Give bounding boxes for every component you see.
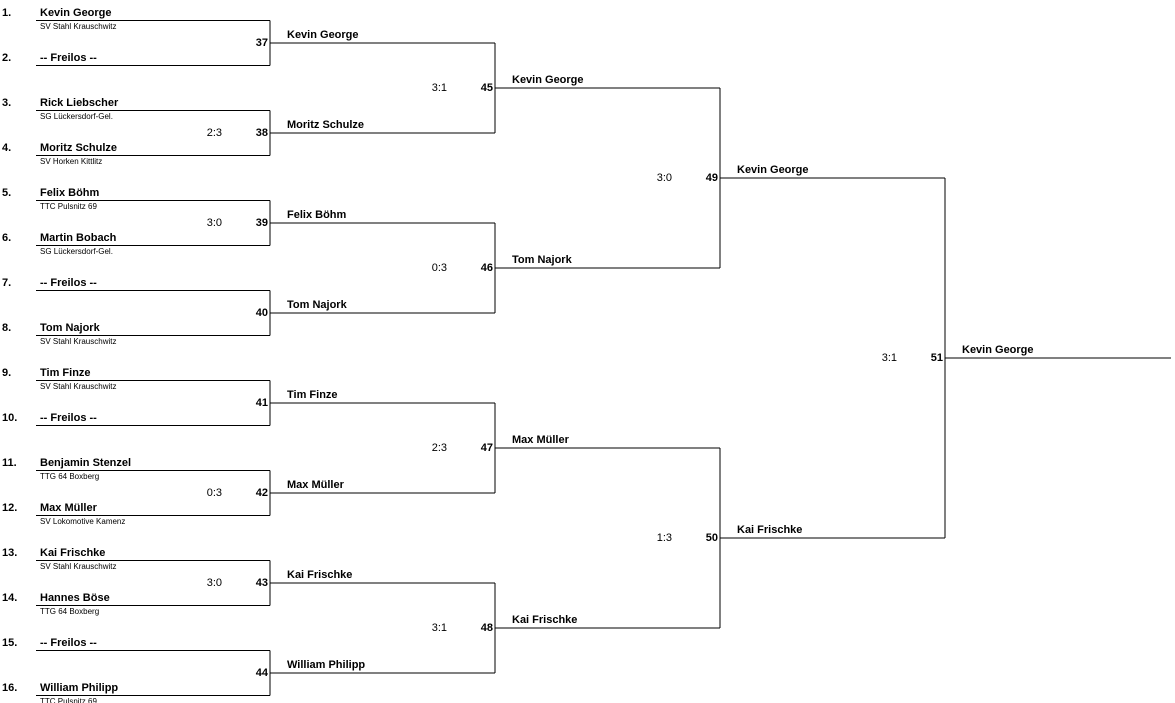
player-club: SG Lückersdorf-Gel. bbox=[40, 246, 113, 256]
match-score: 0:3 bbox=[206, 487, 222, 499]
seed-number: 15. bbox=[2, 636, 18, 649]
match-number: 44 bbox=[255, 667, 268, 679]
match-number: 47 bbox=[480, 442, 493, 454]
player-name: Benjamin Stenzel bbox=[40, 456, 132, 469]
player-club: SG Lückersdorf-Gel. bbox=[40, 111, 113, 121]
match-score: 2:3 bbox=[431, 442, 447, 454]
player-club: SV Stahl Krauschwitz bbox=[40, 21, 117, 31]
match-score: 3:1 bbox=[881, 352, 897, 364]
seed-number: 2. bbox=[2, 51, 12, 64]
match-number: 50 bbox=[705, 532, 718, 544]
winner-name: Max Müller bbox=[287, 479, 344, 491]
player-name: -- Freilos -- bbox=[40, 411, 97, 424]
player-name: Kai Frischke bbox=[40, 546, 106, 559]
player-club: TTG 64 Boxberg bbox=[40, 471, 100, 481]
player-name: -- Freilos -- bbox=[40, 636, 97, 649]
winner-name: Kai Frischke bbox=[737, 524, 803, 536]
winner-name: Tom Najork bbox=[512, 254, 572, 266]
match-number: 40 bbox=[255, 307, 268, 319]
winner-name: Kevin George bbox=[737, 164, 809, 176]
seed-number: 3. bbox=[2, 96, 12, 109]
player-club: TTC Pulsnitz 69 bbox=[40, 201, 97, 211]
player-name: Rick Liebscher bbox=[40, 96, 119, 109]
player-club: SV Stahl Krauschwitz bbox=[40, 561, 117, 571]
match-number: 46 bbox=[480, 262, 493, 274]
match-score: 3:0 bbox=[206, 217, 222, 229]
match-score: 3:0 bbox=[656, 172, 672, 184]
match-number: 38 bbox=[255, 127, 268, 139]
seed-number: 6. bbox=[2, 231, 12, 244]
seed-number: 13. bbox=[2, 546, 18, 559]
player-club: SV Lokomotive Kamenz bbox=[40, 516, 126, 526]
player-club: SV Stahl Krauschwitz bbox=[40, 336, 117, 346]
winner-name: Tom Najork bbox=[287, 299, 347, 311]
match-number: 49 bbox=[705, 172, 718, 184]
seed-number: 4. bbox=[2, 141, 12, 154]
seed-number: 14. bbox=[2, 591, 18, 604]
player-name: Moritz Schulze bbox=[40, 141, 118, 154]
winner-name: Kevin George bbox=[287, 29, 359, 41]
player-club: SV Horken Kittlitz bbox=[40, 156, 103, 166]
player-name: Kevin George bbox=[40, 6, 112, 19]
winner-name: Moritz Schulze bbox=[287, 119, 365, 131]
player-name: -- Freilos -- bbox=[40, 51, 97, 64]
seed-number: 7. bbox=[2, 276, 12, 289]
player-club: SV Stahl Krauschwitz bbox=[40, 381, 117, 391]
player-name: -- Freilos -- bbox=[40, 276, 97, 289]
seed-number: 12. bbox=[2, 501, 18, 514]
seed-number: 8. bbox=[2, 321, 12, 334]
player-name: Tim Finze bbox=[40, 366, 91, 379]
winner-name: Kai Frischke bbox=[287, 569, 353, 581]
match-score: 3:1 bbox=[431, 82, 447, 94]
winner-name: Kevin George bbox=[512, 74, 584, 86]
player-name: Felix Böhm bbox=[40, 186, 100, 199]
match-number: 42 bbox=[255, 487, 268, 499]
seed-number: 10. bbox=[2, 411, 18, 424]
player-name: Hannes Böse bbox=[40, 591, 110, 604]
match-score: 2:3 bbox=[206, 127, 222, 139]
player-name: William Philipp bbox=[40, 681, 119, 694]
match-score: 0:3 bbox=[431, 262, 447, 274]
match-score: 3:0 bbox=[206, 577, 222, 589]
winner-name: Tim Finze bbox=[287, 389, 338, 401]
player-club: TTG 64 Boxberg bbox=[40, 606, 100, 616]
match-score: 1:3 bbox=[656, 532, 672, 544]
winner-name: Felix Böhm bbox=[287, 209, 347, 221]
winner-name: Kevin George bbox=[962, 344, 1034, 356]
match-number: 48 bbox=[480, 622, 493, 634]
match-number: 43 bbox=[255, 577, 268, 589]
winner-name: Max Müller bbox=[512, 434, 569, 446]
match-number: 51 bbox=[930, 352, 943, 364]
player-name: Martin Bobach bbox=[40, 231, 117, 244]
winner-name: Kai Frischke bbox=[512, 614, 578, 626]
player-club: TTC Pulsnitz 69 bbox=[40, 696, 97, 703]
player-name: Tom Najork bbox=[40, 321, 100, 334]
match-number: 45 bbox=[480, 82, 493, 94]
seed-number: 5. bbox=[2, 186, 12, 199]
seed-number: 9. bbox=[2, 366, 12, 379]
match-score: 3:1 bbox=[431, 622, 447, 634]
seed-number: 11. bbox=[2, 456, 17, 469]
seed-number: 1. bbox=[2, 6, 12, 19]
match-number: 41 bbox=[255, 397, 268, 409]
match-number: 39 bbox=[255, 217, 268, 229]
player-name: Max Müller bbox=[40, 501, 97, 514]
match-number: 37 bbox=[255, 37, 268, 49]
seed-number: 16. bbox=[2, 681, 18, 694]
winner-name: William Philipp bbox=[287, 659, 366, 671]
